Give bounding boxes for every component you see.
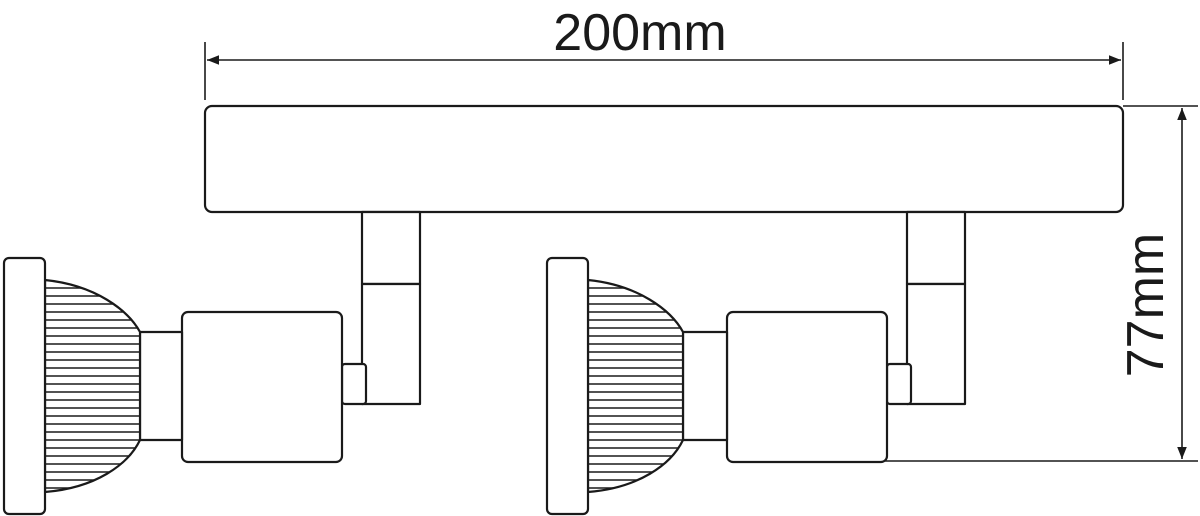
height-dimension: 77mm xyxy=(885,105,1198,462)
spotlight-right xyxy=(545,210,967,516)
stem-right-upper xyxy=(905,210,967,286)
front-rim-right xyxy=(545,256,590,516)
stem-left-upper xyxy=(360,210,422,286)
width-label: 200mm xyxy=(553,4,726,62)
spotlight-left xyxy=(2,210,422,516)
front-rim-left xyxy=(2,256,47,516)
width-dimension: 200mm xyxy=(204,4,1124,100)
lamp-neck-left xyxy=(138,330,184,442)
knuckle-left xyxy=(340,362,368,406)
cylinder-body-left xyxy=(180,310,344,464)
cylinder-body-right xyxy=(725,310,889,464)
height-label: 77mm xyxy=(1117,233,1175,377)
knuckle-right xyxy=(885,362,913,406)
mounting-bar xyxy=(203,104,1125,214)
stem-left-lower xyxy=(360,282,422,406)
stem-right-lower xyxy=(905,282,967,406)
lamp-neck-right xyxy=(681,330,729,442)
